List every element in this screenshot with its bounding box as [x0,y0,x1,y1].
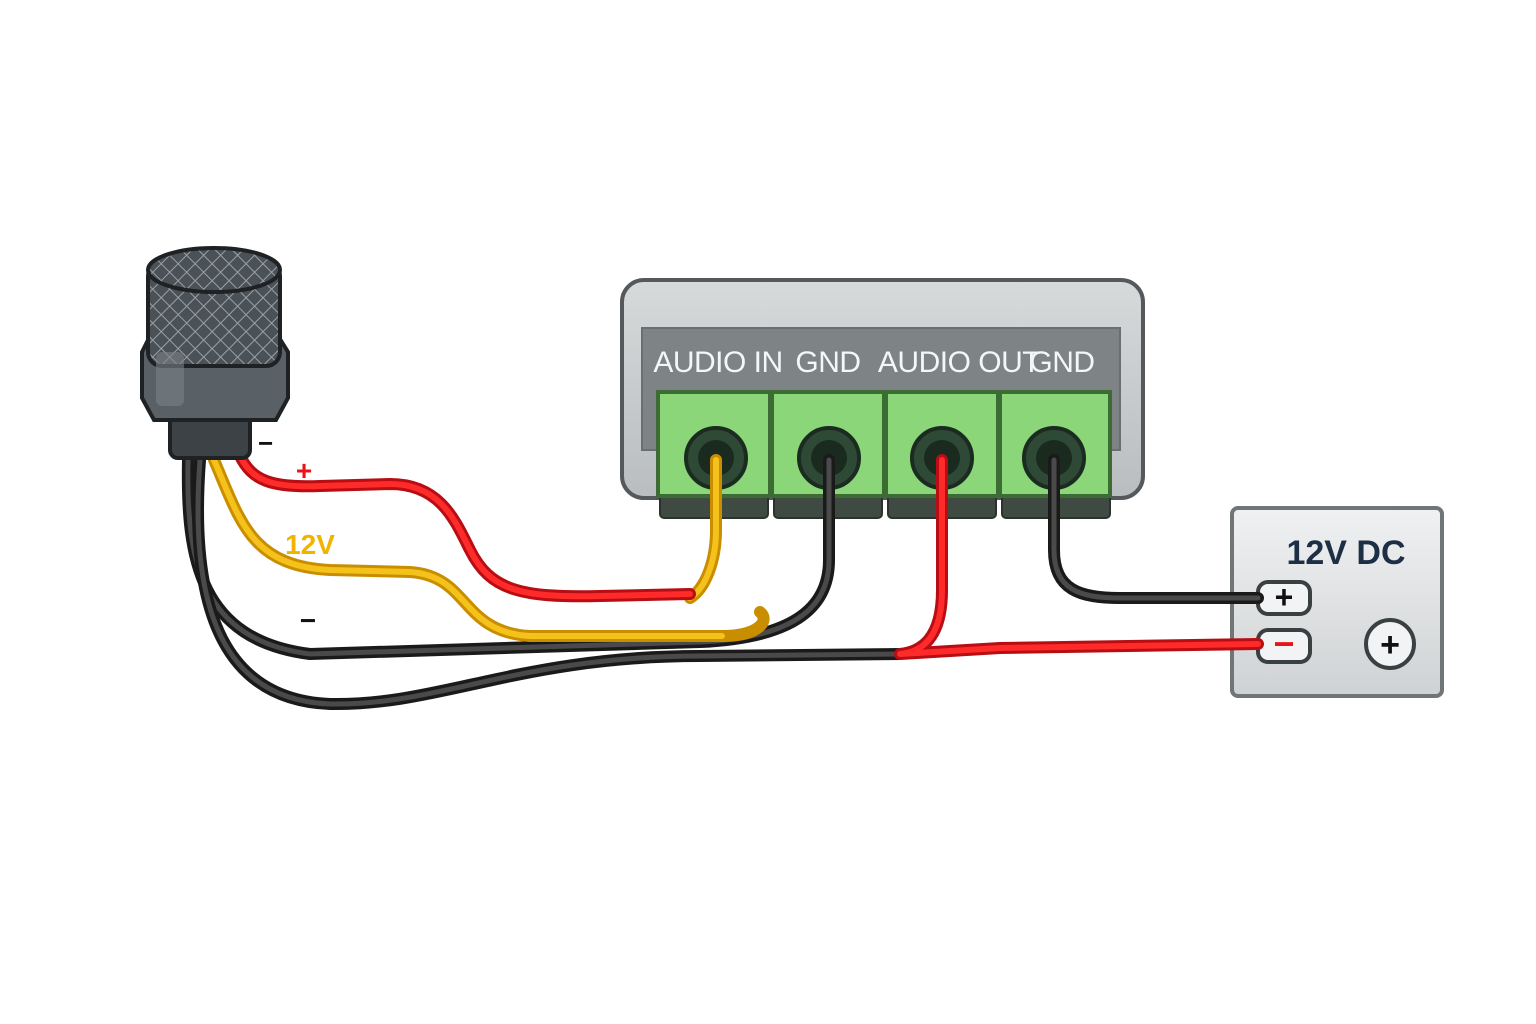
mic-minus-mark: − [258,428,273,458]
terminal-label-gnd-1: GND [795,346,860,379]
psu-minus-symbol: − [1273,623,1294,664]
microphone: − [140,246,290,460]
psu-extra-symbol: + [1380,626,1400,664]
power-supply: 12V DC + − + [1230,506,1444,698]
psu-plus-terminal[interactable]: + [1256,579,1312,616]
wires [181,450,1264,711]
terminal-label-audio-out: AUDIO OUT [878,346,1040,379]
terminal-label-gnd-2: GND [1029,346,1094,379]
wire-label-minus: − [300,605,316,636]
psu-minus-terminal[interactable]: − [1256,623,1312,664]
wire-label-12v: 12V [285,529,335,560]
psu-plus-symbol: + [1275,579,1294,615]
terminal-label-audio-in: AUDIO IN [653,346,782,379]
psu-extra-terminal[interactable]: + [1364,618,1416,670]
audio-module: AUDIO IN GND AUDIO OUT GND [620,278,1145,519]
psu-title: 12V DC [1286,534,1405,572]
mic-highlight [156,352,184,406]
wire-label-plus: + [296,455,312,486]
mic-top [146,246,282,294]
